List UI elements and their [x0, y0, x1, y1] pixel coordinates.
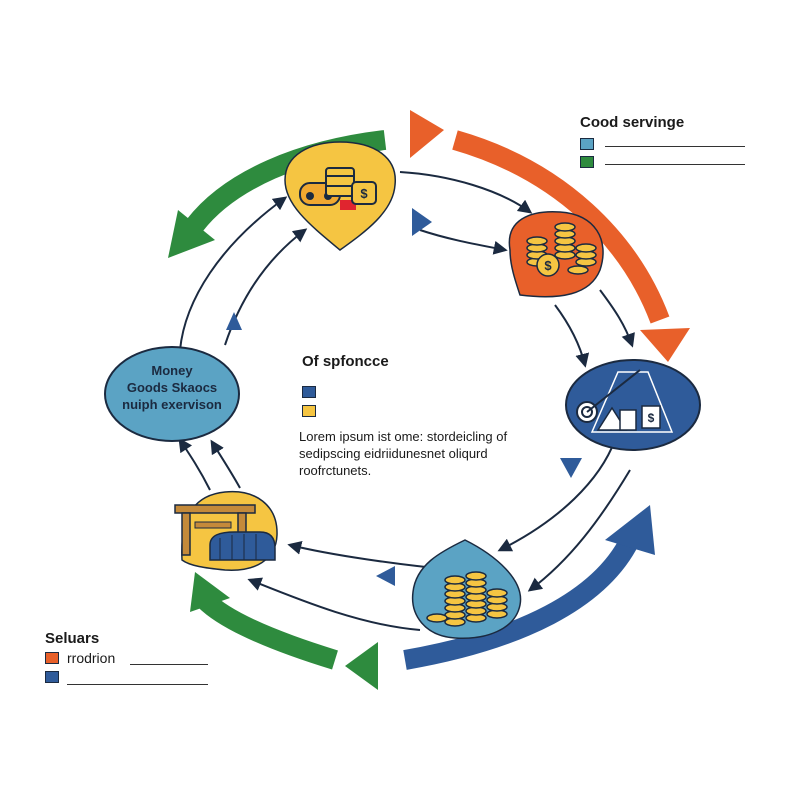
legend-top-title: Cood servinge — [580, 114, 685, 131]
center-swatch-yellow — [302, 405, 316, 417]
legend-bottom-swatch-2 — [45, 671, 59, 683]
legend-bottom-title: Seluars — [45, 630, 100, 647]
legend-bottom-label-1: rrodrion — [67, 650, 116, 666]
center-text-line-2: sedipscing eidriidunesnet oliqurd — [299, 446, 488, 461]
center-swatch-blue — [302, 386, 316, 398]
legend-bottom-line-2 — [67, 684, 208, 685]
coin-stack-icon — [526, 222, 597, 277]
center-description: Lorem ipsum ist ome: stordeicling of sed… — [299, 428, 529, 479]
right-top-node: $ — [508, 211, 604, 298]
left-bottom-node — [174, 490, 278, 571]
coin-stack-icon-bottom — [426, 571, 508, 627]
bottom-node — [411, 539, 522, 639]
svg-text:$: $ — [360, 186, 368, 201]
legend-top-line-1 — [605, 146, 745, 147]
money-node-line-1: Money — [151, 363, 193, 378]
svg-text:$: $ — [648, 411, 655, 425]
top-node: $ — [284, 141, 396, 251]
legend-top-swatch-1 — [580, 138, 594, 150]
orange-arrow-top-right — [410, 110, 690, 362]
warehouse-icon — [174, 504, 276, 561]
money-node-line-3: nuiph exervison — [122, 397, 222, 412]
target-cards-icon: $ — [576, 369, 674, 433]
center-text-line-3: roofrctunets. — [299, 463, 372, 478]
green-arrow-bottom-left — [190, 572, 378, 690]
right-node: $ — [565, 359, 701, 451]
center-text-line-1: Lorem ipsum ist ome: stordeicling of — [299, 429, 508, 444]
legend-bottom-swatch-1 — [45, 652, 59, 664]
money-node — [104, 346, 240, 442]
blue-triangle-markers — [226, 208, 582, 586]
legend-bottom-line-1 — [130, 664, 208, 665]
money-node-label: Money Goods Skaocs nuiph exervison — [112, 362, 232, 413]
money-node-line-2: Goods Skaocs — [126, 380, 218, 395]
legend-top-line-2 — [605, 164, 745, 165]
blue-arrow-bottom-right — [403, 505, 655, 670]
factory-coins-icon: $ — [299, 167, 377, 210]
legend-top-swatch-2 — [580, 156, 594, 168]
svg-text:$: $ — [544, 258, 552, 273]
center-title: Of spfoncce — [302, 353, 389, 370]
